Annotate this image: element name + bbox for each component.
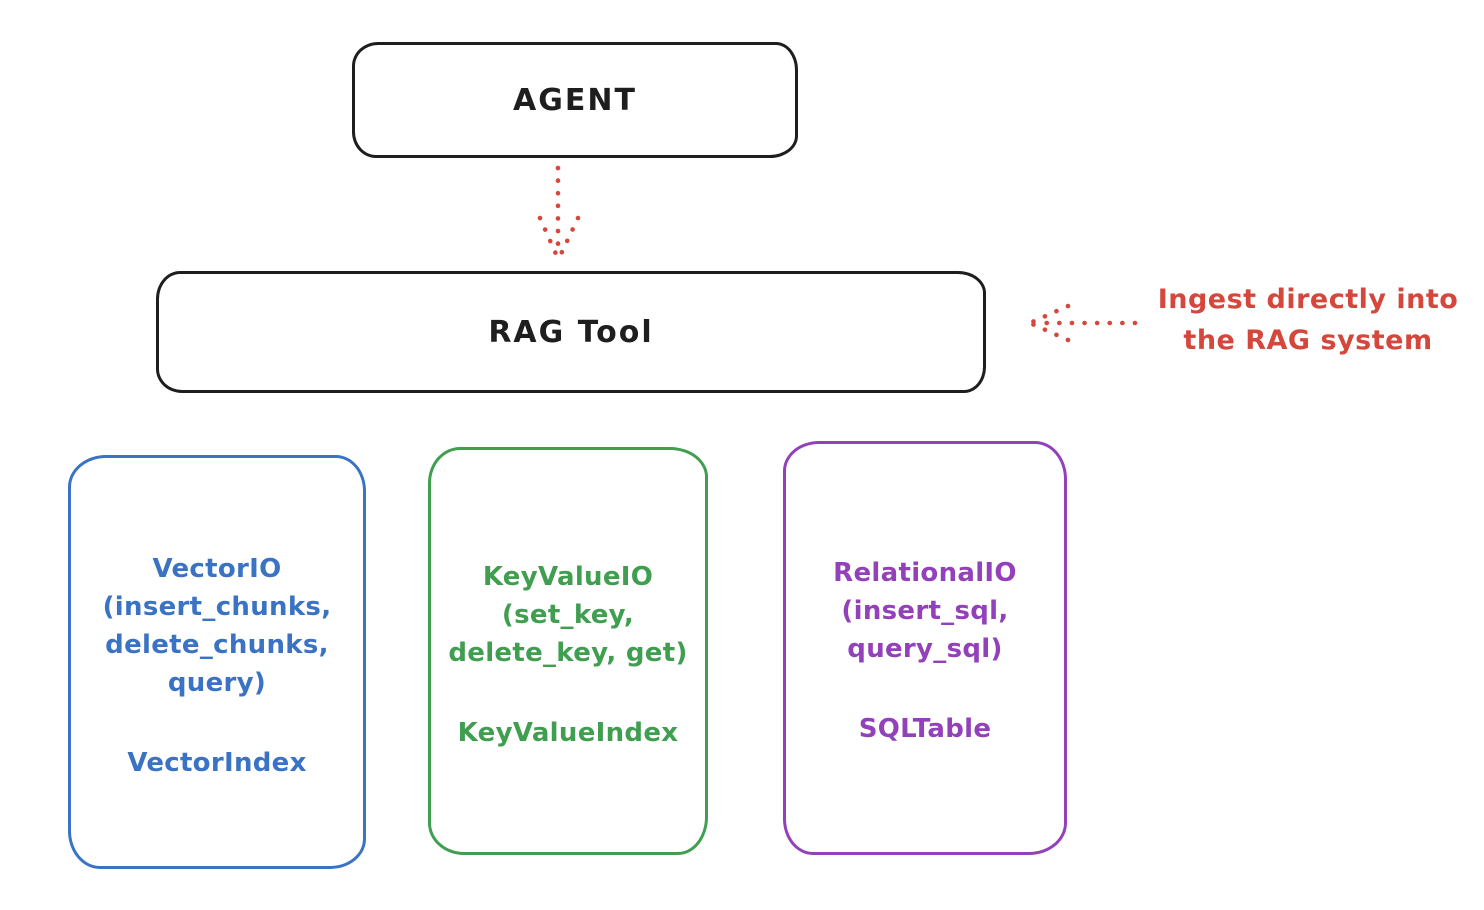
rag-tool-node: RAG Tool: [156, 271, 986, 393]
rag-tool-label: RAG Tool: [488, 314, 654, 350]
ingest-annotation-line1: Ingest directly into: [1157, 284, 1459, 315]
ingest-annotation: Ingest directly into the RAG system: [1140, 279, 1476, 361]
vector-io-methods-line3: query): [167, 668, 267, 698]
keyvalue-io-methods-line2: delete_key, get): [448, 638, 688, 668]
keyvalue-io-title: KeyValueIO: [482, 562, 654, 592]
ingest-annotation-arrow-icon: [1027, 303, 1138, 343]
relational-io-methods-line1: (insert_sql,: [841, 596, 1009, 626]
vector-io-card: VectorIO (insert_chunks, delete_chunks, …: [68, 455, 366, 869]
vector-io-methods-line1: (insert_chunks,: [102, 592, 332, 622]
vector-index-label: VectorIndex: [127, 748, 307, 778]
vector-io-methods-line2: delete_chunks,: [105, 630, 329, 660]
agent-label: AGENT: [513, 82, 637, 118]
relational-io-title: RelationalIO: [833, 558, 1017, 588]
keyvalue-index-label: KeyValueIndex: [457, 718, 679, 748]
vector-io-title: VectorIO: [152, 554, 282, 584]
agent-node: AGENT: [352, 42, 798, 158]
ingest-annotation-line2: the RAG system: [1183, 325, 1433, 356]
agent-to-ragtool-arrow-icon: [537, 165, 581, 257]
keyvalue-io-methods-line1: (set_key,: [501, 600, 635, 630]
relational-io-card: RelationalIO (insert_sql, query_sql) SQL…: [783, 441, 1067, 855]
sql-table-label: SQLTable: [858, 714, 992, 744]
keyvalue-io-card: KeyValueIO (set_key, delete_key, get) Ke…: [428, 447, 708, 855]
relational-io-methods-line2: query_sql): [847, 634, 1003, 664]
